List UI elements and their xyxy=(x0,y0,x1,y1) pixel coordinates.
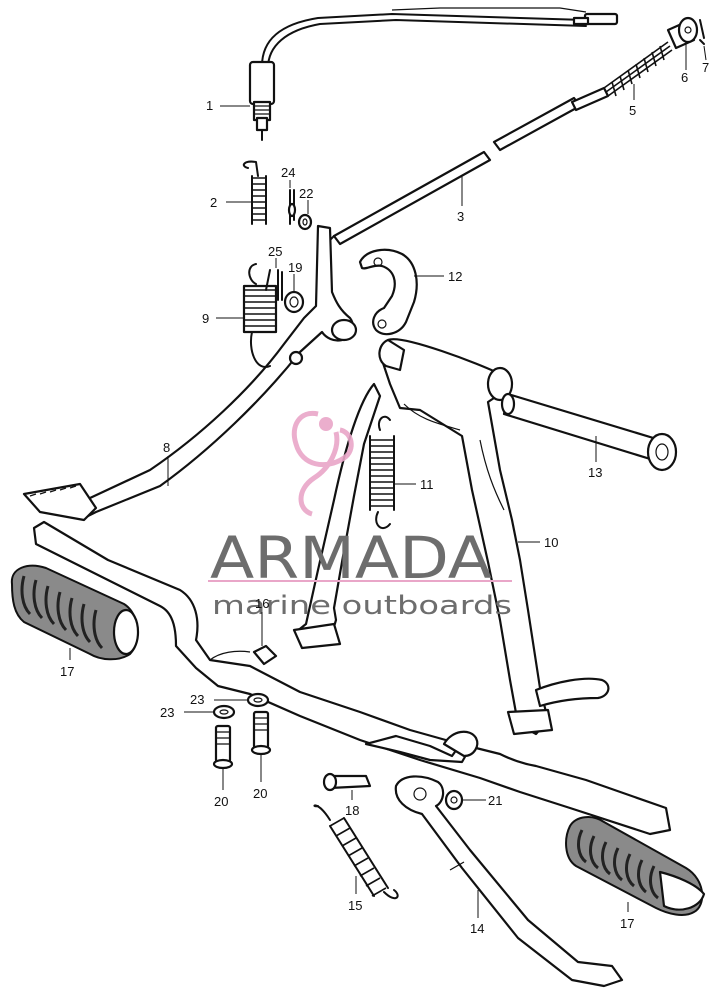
pivot-nut-21 xyxy=(444,789,464,811)
label-10: 10 xyxy=(544,535,558,550)
brake-switch xyxy=(248,60,276,141)
rod-sleeve xyxy=(492,41,673,152)
label-17-left: 17 xyxy=(60,664,74,679)
label-22: 22 xyxy=(299,186,313,201)
stand-bracket xyxy=(358,248,418,336)
rear-brake-cable xyxy=(261,7,619,69)
bolt-20-right xyxy=(250,710,272,756)
bolt-20-left xyxy=(212,724,234,770)
label-11: 11 xyxy=(420,477,434,492)
label-14: 14 xyxy=(470,921,484,936)
label-23-left: 23 xyxy=(160,705,174,720)
washer-23-left xyxy=(212,704,236,720)
step-bar-frame xyxy=(32,520,672,836)
adjuster-rod xyxy=(329,150,492,246)
watermark-rule xyxy=(208,580,512,582)
stop-switch-spring xyxy=(242,263,278,368)
washer-19 xyxy=(283,290,305,314)
label-19: 19 xyxy=(288,260,302,275)
seahorse-logo-icon xyxy=(291,410,354,517)
label-6: 6 xyxy=(681,70,688,85)
pivot-bolt xyxy=(322,772,372,792)
label-15: 15 xyxy=(348,898,362,913)
side-stand xyxy=(394,775,624,988)
label-12: 12 xyxy=(448,269,462,284)
label-25: 25 xyxy=(268,244,282,259)
pedal-spring xyxy=(242,160,267,225)
label-20-right: 20 xyxy=(253,786,267,801)
label-21: 21 xyxy=(488,793,502,808)
label-3: 3 xyxy=(457,209,464,224)
brake-pedal xyxy=(22,224,358,522)
label-2: 2 xyxy=(210,195,217,210)
label-8: 8 xyxy=(163,440,170,455)
main-stand xyxy=(292,338,610,736)
washer-23-right xyxy=(246,692,270,708)
label-7: 7 xyxy=(702,60,709,75)
label-18: 18 xyxy=(345,803,359,818)
footpeg-rubber-left xyxy=(10,564,140,661)
pivot-shaft xyxy=(500,392,678,472)
label-1: 1 xyxy=(206,98,213,113)
label-17-right: 17 xyxy=(620,916,634,931)
label-5: 5 xyxy=(629,103,636,118)
adjusting-nut-and-joint xyxy=(666,16,705,50)
washer-22 xyxy=(297,213,313,231)
label-9: 9 xyxy=(202,311,209,326)
cotter-pin xyxy=(287,189,297,225)
label-13: 13 xyxy=(588,465,602,480)
label-16: 16 xyxy=(255,596,269,611)
callouts: 1 2 3 5 6 7 8 9 10 11 12 13 14 15 16 17 xyxy=(60,44,709,936)
stand-spring xyxy=(369,415,395,530)
side-stand-spring xyxy=(313,804,399,900)
footpeg-rubber-right xyxy=(565,816,706,916)
label-24: 24 xyxy=(281,165,295,180)
armada-watermark: ARMADA marine outboards xyxy=(208,410,512,621)
label-23-right: 23 xyxy=(190,692,204,707)
label-20-left: 20 xyxy=(214,794,228,809)
cotter-pin-25 xyxy=(277,269,283,301)
